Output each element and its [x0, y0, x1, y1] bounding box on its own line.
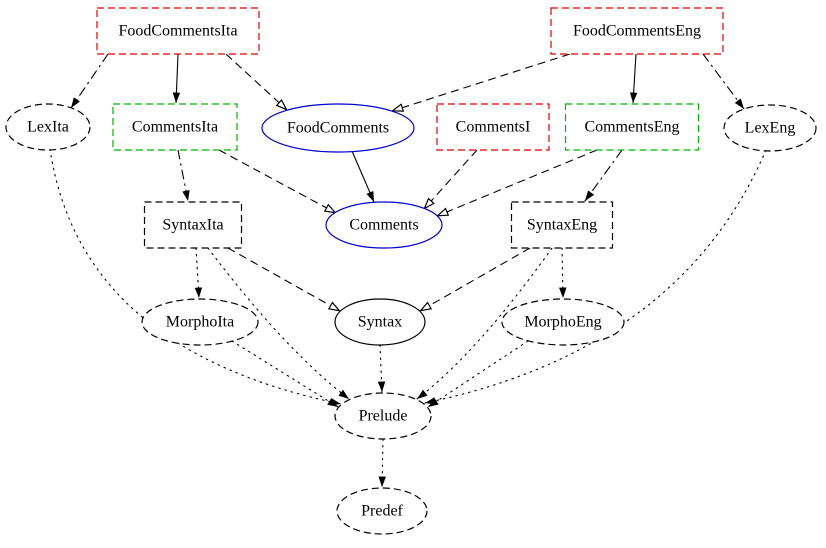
edge-SyntaxEng-MorphoEng [559, 247, 567, 299]
node-FoodComments-shape [261, 103, 415, 153]
node-Predef-label: Predef [361, 503, 403, 520]
node-MorphoEng: MorphoEng [501, 298, 625, 346]
edge-MorphoEng-Prelude [427, 340, 529, 408]
node-FoodComments: FoodComments [261, 103, 415, 153]
node-MorphoIta: MorphoIta [141, 298, 259, 346]
edge-CommentsEng-Comments [437, 149, 598, 217]
edge-CommentsIta-SyntaxIta [177, 149, 190, 202]
edge-MorphoIta-Prelude [231, 340, 339, 408]
node-SyntaxIta: SyntaxIta [143, 201, 243, 249]
node-FoodCommentsEng: FoodCommentsEng [550, 7, 724, 55]
node-FoodCommentsEng-label: FoodCommentsEng [573, 23, 701, 40]
node-MorphoIta-shape [141, 298, 259, 346]
node-CommentsI-label: CommentsI [456, 119, 531, 136]
edge-LexEng-Prelude [424, 149, 767, 405]
node-LexEng-label: LexEng [745, 120, 796, 137]
node-Syntax-label: Syntax [358, 314, 402, 331]
edge-layer [49, 53, 767, 488]
edge-SyntaxEng-Syntax [420, 247, 531, 311]
node-SyntaxEng: SyntaxEng [510, 201, 614, 249]
node-FoodCommentsEng-shape [550, 7, 724, 55]
node-MorphoEng-shape [501, 298, 625, 346]
node-Comments: Comments [325, 201, 443, 249]
node-CommentsI: CommentsI [436, 103, 550, 151]
node-CommentsEng-shape [564, 103, 700, 151]
node-SyntaxEng-label: SyntaxEng [527, 217, 597, 234]
node-CommentsI-shape [436, 103, 550, 151]
node-FoodCommentsIta-label: FoodCommentsIta [118, 23, 237, 40]
node-Predef-shape [336, 487, 428, 535]
node-Syntax-shape [334, 298, 426, 346]
node-Comments-label: Comments [349, 217, 418, 234]
node-LexIta: LexIta [5, 103, 91, 151]
edge-CommentsEng-SyntaxEng [584, 149, 623, 202]
edge-LexIta-Prelude [49, 148, 342, 406]
edge-FoodCommentsEng-LexEng [702, 53, 745, 110]
node-Prelude-label: Prelude [359, 408, 408, 425]
edge-Prelude-Predef [378, 438, 386, 488]
node-CommentsIta: CommentsIta [112, 103, 238, 151]
node-CommentsEng-label: CommentsEng [584, 119, 679, 136]
edge-CommentsI-Comments [424, 149, 478, 209]
node-FoodCommentsIta-shape [96, 7, 260, 55]
node-SyntaxIta-label: SyntaxIta [162, 217, 223, 234]
node-SyntaxIta-shape [143, 201, 243, 249]
edge-SyntaxEng-Prelude [416, 247, 553, 400]
node-MorphoEng-label: MorphoEng [524, 314, 601, 331]
edge-FoodCommentsIta-FoodComments [225, 53, 287, 110]
node-Prelude: Prelude [334, 392, 432, 440]
edge-FoodCommentsIta-LexIta [70, 53, 109, 109]
edge-SyntaxIta-Syntax [227, 247, 340, 311]
node-LexEng: LexEng [723, 104, 817, 152]
node-LexIta-label: LexIta [27, 119, 69, 136]
edge-FoodComments-Comments [351, 150, 375, 203]
node-LexIta-shape [5, 103, 91, 151]
edge-CommentsIta-Comments [218, 149, 336, 213]
edge-FoodCommentsIta-CommentsIta [172, 53, 181, 104]
node-Syntax: Syntax [334, 298, 426, 346]
node-CommentsIta-label: CommentsIta [132, 119, 218, 136]
node-Comments-shape [325, 201, 443, 249]
edge-FoodCommentsEng-FoodComments [392, 53, 571, 111]
node-CommentsIta-shape [112, 103, 238, 151]
node-LexEng-shape [723, 104, 817, 152]
node-CommentsEng: CommentsEng [564, 103, 700, 151]
node-Predef: Predef [336, 487, 428, 535]
edge-Syntax-Prelude [377, 344, 386, 393]
edge-FoodCommentsEng-CommentsEng [629, 53, 638, 104]
node-Prelude-shape [334, 392, 432, 440]
node-FoodCommentsIta: FoodCommentsIta [96, 7, 260, 55]
node-SyntaxEng-shape [510, 201, 614, 249]
node-FoodComments-label: FoodComments [287, 120, 389, 137]
edge-SyntaxIta-MorphoIta [194, 247, 203, 299]
node-MorphoIta-label: MorphoIta [166, 314, 234, 331]
